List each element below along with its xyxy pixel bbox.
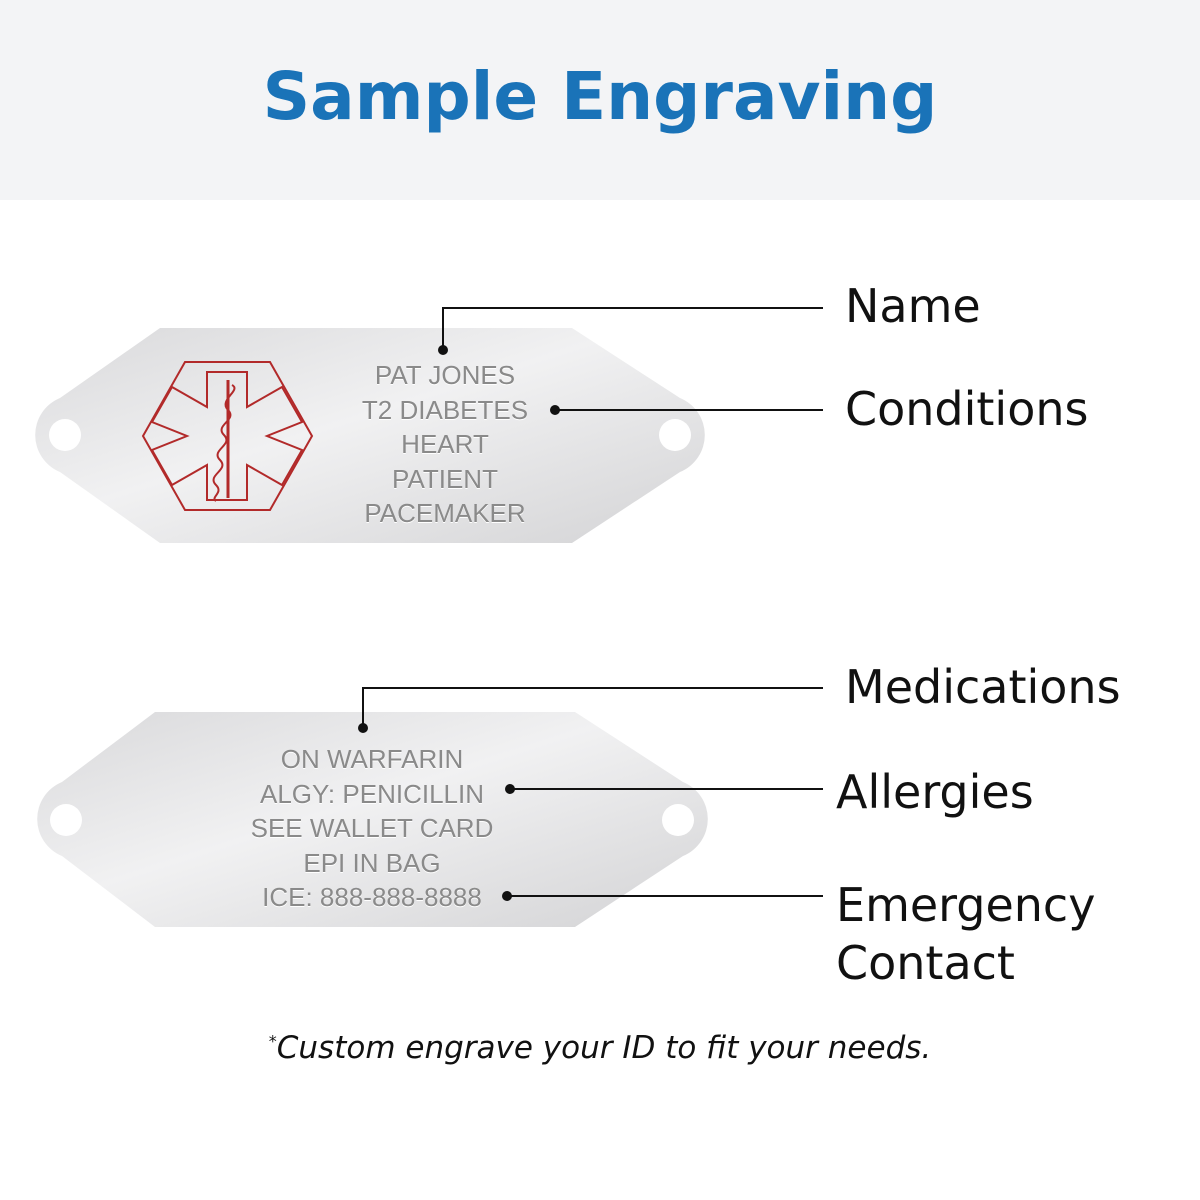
tag-hole <box>49 419 81 451</box>
tag-hole <box>50 804 82 836</box>
label-emergency-contact: Emergency Contact <box>836 876 1095 992</box>
label-name: Name <box>845 279 981 333</box>
engraving-line: ICE: 888-888-8888 <box>262 882 482 912</box>
tag-hole <box>662 804 694 836</box>
engraving-line: EPI IN BAG <box>303 847 441 878</box>
footnote-mark: * <box>268 1031 277 1051</box>
medical-alert-symbol-icon <box>141 361 314 511</box>
tag-back <box>37 712 708 927</box>
label-medications: Medications <box>845 660 1121 714</box>
label-allergies: Allergies <box>836 765 1034 819</box>
tag-hole <box>659 419 691 451</box>
label-conditions: Conditions <box>845 382 1089 436</box>
tag-front <box>35 328 705 543</box>
tag-back-engraving: ON WARFARIN ALGY: PENICILLIN SEE WALLET … <box>222 742 522 915</box>
label-contact-line: Contact <box>836 936 1015 990</box>
engraving-line: T2 DIABETES <box>361 394 529 425</box>
engraving-line: PAT JONES <box>374 360 516 390</box>
page-title: Sample Engraving <box>262 58 938 135</box>
label-emergency-line: Emergency <box>836 878 1096 932</box>
header-banner <box>0 0 1200 200</box>
engraving-line: SEE WALLET CARD <box>250 813 494 843</box>
tag-front-engraving: PAT JONES T2 DIABETES HEART PATIENT PACE… <box>335 358 555 531</box>
engraving-line: PATIENT <box>392 463 498 494</box>
engraving-line: ON WARFARIN <box>280 744 464 774</box>
engraving-line: HEART <box>401 429 489 459</box>
engraving-line: ALGY: PENICILLIN <box>260 778 484 809</box>
footnote: *Custom engrave your ID to fit your need… <box>0 1030 1200 1066</box>
engraving-line: PACEMAKER <box>364 498 526 528</box>
leader-lines <box>362 307 823 897</box>
footnote-text: Custom engrave your ID to fit your needs… <box>276 1030 932 1066</box>
